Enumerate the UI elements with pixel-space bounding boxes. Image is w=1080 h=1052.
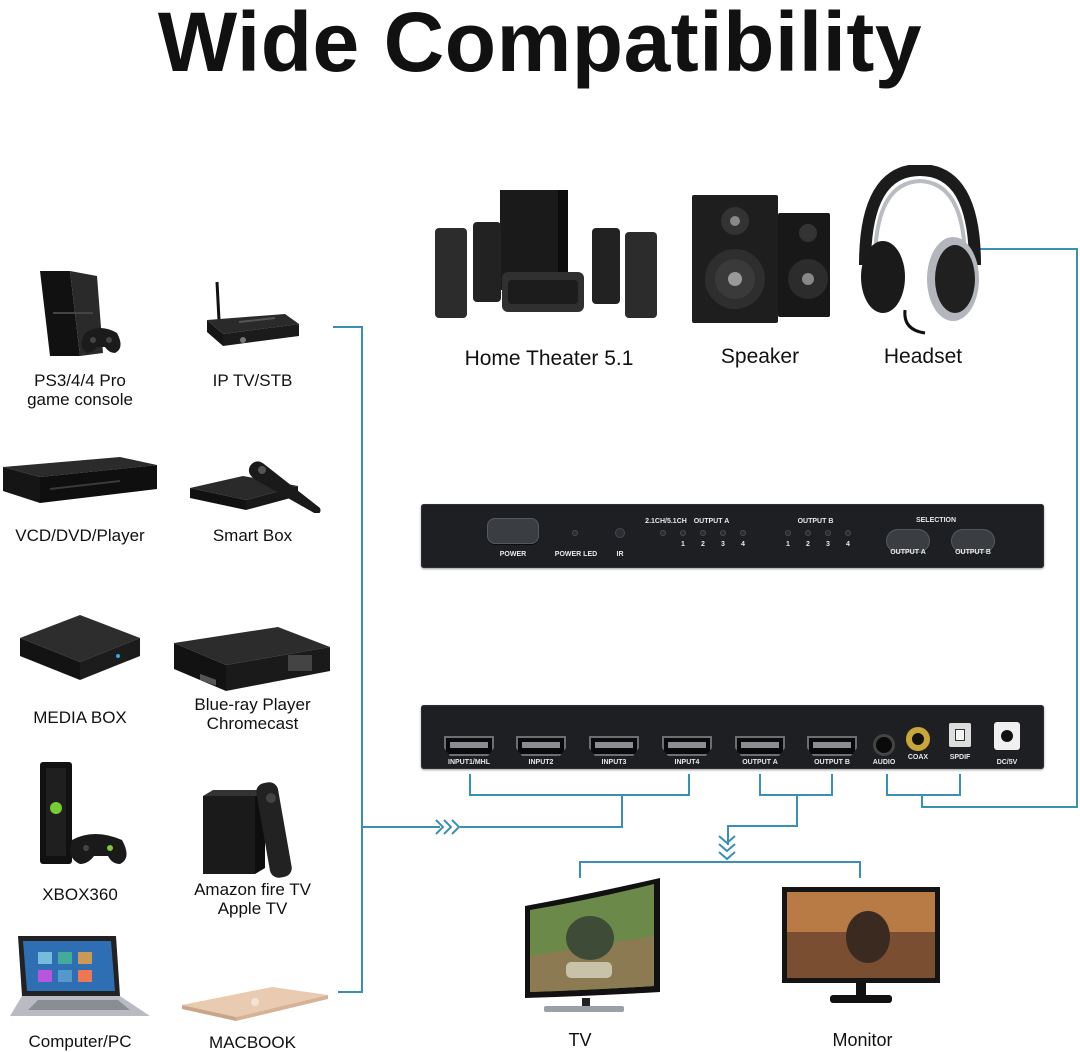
media-box-icon: [20, 615, 140, 680]
smart-box-icon: [190, 461, 321, 513]
audio-port-label: AUDIO: [872, 759, 896, 766]
input3-label: INPUT3: [601, 759, 627, 766]
switch-front-panel: POWER POWER LED IR 2.1CH/5.1CH OUTPUT A …: [421, 504, 1044, 568]
spdif-port-icon: [949, 723, 971, 747]
arrow-down-icon: [718, 835, 736, 861]
select-output-a-label: OUTPUT A: [890, 549, 926, 556]
input-bracket-line: [460, 774, 623, 828]
coax-port-label: COAX: [907, 754, 929, 761]
out-b-led-3: [825, 530, 831, 536]
power-led-label: POWER LED: [554, 551, 598, 558]
input-bracket-right: [622, 774, 690, 796]
out-b-led-1: [785, 530, 791, 536]
hdmi-output-a-port-icon: [735, 736, 785, 756]
display-bracket-line: [579, 861, 861, 878]
laptop-icon: [10, 936, 150, 1016]
input2-label: INPUT2: [528, 759, 554, 766]
mode-label: 2.1CH/5.1CH: [645, 518, 687, 525]
bluray-player-icon: [174, 627, 330, 691]
power-led-icon: [572, 530, 578, 536]
power-button-label: POWER: [499, 551, 527, 558]
hdmi-output-b-port-icon: [807, 736, 857, 756]
source-label-macbook: MACBOOK: [209, 1033, 296, 1052]
out-a-led-2: [700, 530, 706, 536]
output-b-port-label: OUTPUT B: [814, 759, 850, 766]
output-b-label: OUTPUT B: [797, 518, 834, 525]
audio-bracket-line: [886, 774, 961, 796]
ir-sensor-icon: [615, 528, 625, 538]
out-a-num-2: 2: [701, 541, 705, 548]
out-a-led-3: [720, 530, 726, 536]
source-label-ps4: PS3/4/4 Pro game console: [27, 371, 133, 409]
input1-label: INPUT1/MHL: [448, 759, 490, 766]
speaker-icon: [692, 195, 830, 323]
output-a-port-label: OUTPUT A: [742, 759, 778, 766]
switch-back-panel: INPUT1/MHL INPUT2 INPUT3 INPUT4 OUTPUT A…: [421, 705, 1044, 769]
out-b-led-4: [845, 530, 851, 536]
out-b-num-1: 1: [786, 541, 790, 548]
output-drop-line: [727, 795, 798, 845]
mode-led-icon: [660, 530, 666, 536]
hdmi-input3-port-icon: [589, 736, 639, 756]
audio-label-headset: Headset: [883, 345, 963, 368]
output-bracket-line: [759, 774, 833, 796]
audio-jack-icon: [876, 737, 892, 753]
hdmi-input2-port-icon: [516, 736, 566, 756]
select-output-a-button[interactable]: [886, 529, 930, 553]
out-b-led-2: [805, 530, 811, 536]
dc-port-label: DC/5V: [996, 759, 1018, 766]
source-label-dvd: VCD/DVD/Player: [15, 526, 145, 545]
out-b-num-3: 3: [826, 541, 830, 548]
iptv-box-icon: [207, 281, 299, 346]
audio-label-home-theater: Home Theater 5.1: [464, 347, 634, 370]
out-a-led-4: [740, 530, 746, 536]
spdif-port-label: SPDIF: [949, 754, 971, 761]
hdmi-input4-port-icon: [662, 736, 712, 756]
selection-label: SELECTION: [915, 517, 957, 524]
ps4-console-icon: [40, 271, 121, 356]
source-label-iptv: IP TV/STB: [212, 371, 293, 390]
audio-to-devices-line: [921, 248, 1078, 808]
out-b-num-4: 4: [846, 541, 850, 548]
macbook-icon: [182, 987, 328, 1021]
arrow-right-icon: [435, 819, 461, 835]
xbox360-icon: [40, 762, 127, 864]
source-label-fire-tv: Amazon fire TV Apple TV: [194, 880, 311, 918]
out-a-led-1: [680, 530, 686, 536]
page-title: Wide Compatibility: [157, 0, 923, 89]
source-label-media-box: MEDIA BOX: [33, 708, 127, 727]
audio-label-speaker: Speaker: [720, 345, 800, 368]
input4-label: INPUT4: [674, 759, 700, 766]
display-label-tv: TV: [568, 1030, 592, 1050]
fire-tv-icon: [203, 782, 292, 878]
out-b-num-2: 2: [806, 541, 810, 548]
out-a-num-4: 4: [741, 541, 745, 548]
hdmi-input1-port-icon: [444, 736, 494, 756]
power-button[interactable]: [487, 518, 539, 544]
output-a-label: OUTPUT A: [693, 518, 730, 525]
dc-power-port-icon: [994, 722, 1020, 750]
select-output-b-button[interactable]: [951, 529, 995, 553]
source-label-bluray: Blue-ray Player Chromecast: [194, 695, 311, 733]
dvd-player-icon: [3, 457, 157, 503]
ir-label: IR: [616, 551, 624, 558]
source-label-computer: Computer/PC: [28, 1032, 132, 1051]
source-label-smart-box: Smart Box: [212, 526, 293, 545]
source-label-xbox: XBOX360: [42, 885, 118, 904]
headset-icon: [859, 165, 981, 335]
out-a-num-1: 1: [681, 541, 685, 548]
select-output-b-label: OUTPUT B: [955, 549, 991, 556]
home-theater-icon: [435, 190, 657, 318]
display-label-monitor: Monitor: [832, 1030, 893, 1050]
source-bracket-line: [333, 326, 363, 993]
tv-icon: [525, 878, 660, 1012]
coax-port-icon: [906, 727, 930, 751]
out-a-num-3: 3: [721, 541, 725, 548]
monitor-icon: [782, 887, 940, 1003]
